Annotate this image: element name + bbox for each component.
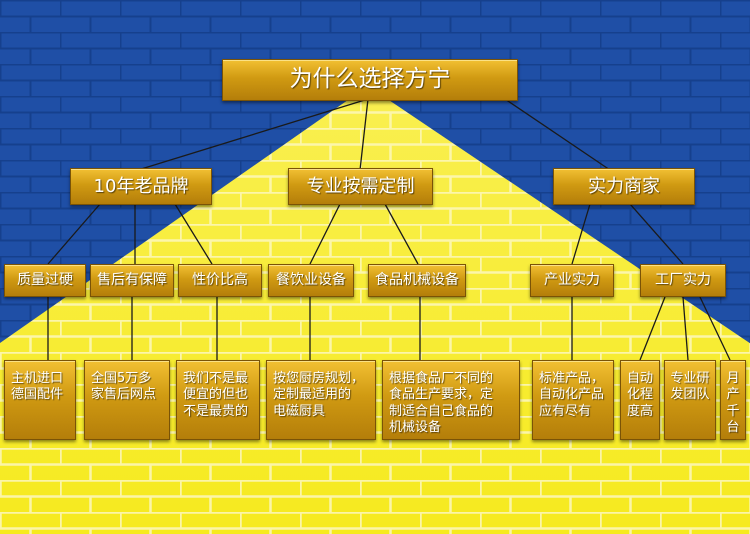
detail-text: 主机进口德国配件 [11, 371, 63, 404]
detail-line: 德国配件 [11, 387, 64, 403]
detail-line: 月 [726, 371, 740, 386]
detail-line: 自动 [626, 371, 653, 386]
item-node: 工厂实力 [640, 264, 726, 297]
detail-line: 度高 [626, 403, 653, 419]
detail-line: 不是最贵的 [183, 403, 249, 419]
item-label: 工厂实力 [655, 272, 711, 289]
detail-text: 根据食品厂不同的食品生产要求，定制适合自己食品的机械设备 [389, 371, 493, 436]
connector-line [384, 203, 419, 265]
item-label: 质量过硬 [17, 272, 73, 289]
detail-node: 主机进口德国配件 [4, 360, 76, 440]
detail-node: 月产千台 [720, 360, 746, 440]
detail-line: 根据食品厂不同的 [389, 371, 494, 386]
detail-node: 全国5万多家售后网点 [84, 360, 170, 440]
connector-line [629, 203, 684, 265]
detail-text: 全国5万多家售后网点 [91, 371, 156, 404]
detail-line: 发团队 [670, 387, 710, 403]
connector-line [174, 203, 213, 265]
detail-line: 千台 [726, 403, 740, 435]
detail-text: 按您厨房规划，定制最适用的电磁厨具 [273, 371, 364, 420]
detail-node: 专业研发团队 [664, 360, 716, 440]
item-node: 餐饮业设备 [268, 264, 354, 297]
detail-line: 便宜的但也 [183, 387, 249, 403]
detail-node: 根据食品厂不同的食品生产要求，定制适合自己食品的机械设备 [382, 360, 520, 440]
detail-line: 专业研 [670, 371, 710, 386]
detail-line: 应有尽有 [539, 403, 592, 419]
detail-node: 按您厨房规划，定制最适用的电磁厨具 [266, 360, 376, 440]
detail-line: 制适合自己食品的 [389, 403, 494, 419]
detail-line: 自动化产品 [539, 387, 605, 403]
category-label: 实力商家 [588, 175, 660, 197]
detail-line: 产 [726, 387, 740, 403]
connector-line [682, 296, 689, 361]
detail-text: 标准产品，自动化产品应有尽有 [539, 371, 604, 420]
item-node: 产业实力 [530, 264, 614, 297]
detail-line: 电磁厨具 [273, 403, 326, 419]
detail-node: 自动化程度高 [620, 360, 660, 440]
connector-line [359, 98, 369, 171]
detail-line: 主机进口 [11, 371, 64, 386]
detail-node: 我们不是最便宜的但也不是最贵的 [176, 360, 260, 440]
connector-lines [47, 98, 731, 361]
connector-line [137, 98, 369, 171]
connector-line [699, 296, 731, 361]
connector-line [309, 203, 341, 265]
category-node-custom: 专业按需定制 [288, 168, 433, 205]
category-node-strength: 实力商家 [553, 168, 695, 205]
detail-line: 按您厨房规划， [273, 371, 365, 386]
item-node: 食品机械设备 [368, 264, 466, 297]
detail-line: 化程 [626, 387, 653, 403]
detail-node: 标准产品，自动化产品应有尽有 [532, 360, 614, 440]
connector-line [639, 296, 666, 361]
detail-line: 我们不是最 [183, 371, 249, 386]
item-node: 售后有保障 [90, 264, 174, 297]
connector-line [47, 203, 101, 265]
item-label: 产业实力 [544, 272, 600, 289]
connector-line [504, 98, 611, 171]
item-label: 售后有保障 [97, 272, 167, 289]
connector-line [571, 203, 591, 265]
detail-line: 家售后网点 [91, 387, 157, 403]
category-label: 10年老品牌 [93, 175, 189, 197]
detail-text: 我们不是最便宜的但也不是最贵的 [183, 371, 248, 420]
detail-text: 自动化程度高 [627, 371, 653, 420]
root-label: 为什么选择方宁 [289, 66, 451, 93]
detail-text: 专业研发团队 [670, 371, 709, 404]
detail-text: 月产千台 [725, 371, 741, 436]
category-label: 专业按需定制 [306, 175, 415, 197]
item-node: 性价比高 [178, 264, 262, 297]
detail-line: 食品生产要求，定 [389, 387, 494, 403]
detail-line: 机械设备 [389, 419, 442, 435]
detail-line: 标准产品， [539, 371, 605, 386]
item-label: 性价比高 [192, 272, 248, 289]
detail-line: 全国5万多 [91, 371, 152, 386]
category-node-brand: 10年老品牌 [70, 168, 212, 205]
item-label: 食品机械设备 [375, 272, 459, 289]
item-label: 餐饮业设备 [276, 272, 346, 289]
root-node: 为什么选择方宁 [222, 59, 518, 101]
detail-line: 定制最适用的 [273, 387, 352, 403]
item-node: 质量过硬 [4, 264, 86, 297]
